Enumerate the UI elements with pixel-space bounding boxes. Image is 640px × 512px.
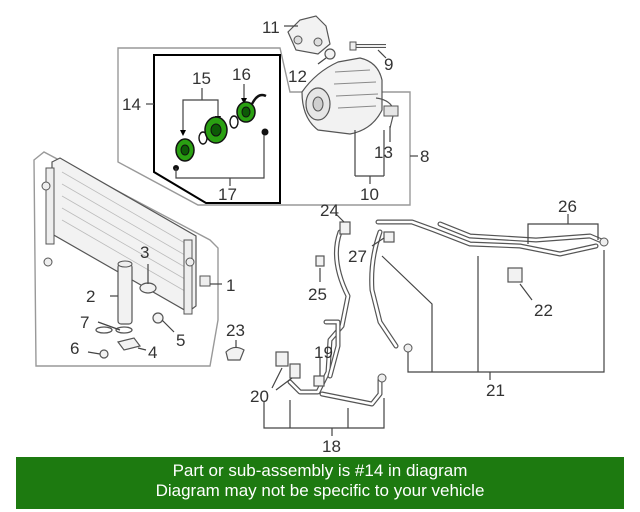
hose-clamp[interactable]	[225, 340, 245, 361]
callout-19[interactable]: 19	[314, 343, 333, 362]
refrigerant-lines[interactable]	[369, 214, 609, 380]
condenser-bolt-2[interactable]	[152, 312, 175, 333]
ac-hose-assembly[interactable]	[263, 229, 387, 436]
clutch-bolt	[261, 128, 269, 136]
valve-cap[interactable]	[371, 231, 395, 247]
drier-cap[interactable]	[139, 264, 157, 294]
o-rings[interactable]	[95, 321, 133, 334]
callout-14[interactable]: 14	[122, 95, 141, 114]
clutch-assembly-box[interactable]	[146, 54, 281, 204]
condenser-bracket[interactable]	[116, 337, 147, 351]
banner-line-2: Diagram may not be specific to your vehi…	[155, 481, 485, 500]
callout-17[interactable]: 17	[218, 185, 237, 204]
callout-24[interactable]: 24	[320, 201, 339, 220]
service-valve[interactable]	[315, 255, 325, 282]
callout-4[interactable]: 4	[148, 343, 157, 362]
callout-2[interactable]: 2	[86, 287, 95, 306]
callout-9[interactable]: 9	[384, 55, 393, 74]
parts-diagram: 1 2 3 4 5 6 7 8 9 10 11 12 13 14 15 16 1…	[33, 15, 609, 456]
callout-1[interactable]: 1	[226, 276, 235, 295]
shim	[229, 115, 239, 129]
mounting-bracket[interactable]	[284, 15, 331, 55]
callout-7[interactable]: 7	[80, 313, 89, 332]
compressor[interactable]	[301, 57, 399, 184]
nut[interactable]	[317, 48, 336, 65]
callout-11[interactable]: 11	[262, 18, 280, 37]
callout-20[interactable]: 20	[250, 387, 269, 406]
callout-21[interactable]: 21	[486, 381, 505, 400]
callout-16[interactable]: 16	[232, 65, 251, 84]
callout-25[interactable]: 25	[308, 285, 327, 304]
callout-10[interactable]: 10	[360, 185, 379, 204]
pressure-switch[interactable]	[335, 213, 351, 235]
info-banner: Part or sub-assembly is #14 in diagram D…	[16, 457, 624, 509]
callout-5[interactable]: 5	[176, 331, 185, 350]
callout-18[interactable]: 18	[322, 437, 341, 456]
callout-12[interactable]: 12	[288, 67, 307, 86]
bolt[interactable]	[349, 41, 387, 59]
callout-22[interactable]: 22	[534, 301, 553, 320]
callout-8[interactable]: 8	[420, 147, 429, 166]
callout-23[interactable]: 23	[226, 321, 245, 340]
callout-26[interactable]: 26	[558, 197, 577, 216]
condenser-bolt[interactable]	[87, 349, 109, 359]
callout-6[interactable]: 6	[70, 339, 79, 358]
callout-3[interactable]: 3	[140, 243, 149, 262]
callout-15[interactable]: 15	[192, 69, 211, 88]
receiver-drier[interactable]	[110, 260, 133, 325]
callout-27[interactable]: 27	[348, 247, 367, 266]
callout-13[interactable]: 13	[374, 143, 393, 162]
banner-line-1: Part or sub-assembly is #14 in diagram	[172, 461, 468, 480]
condenser[interactable]	[33, 151, 222, 367]
